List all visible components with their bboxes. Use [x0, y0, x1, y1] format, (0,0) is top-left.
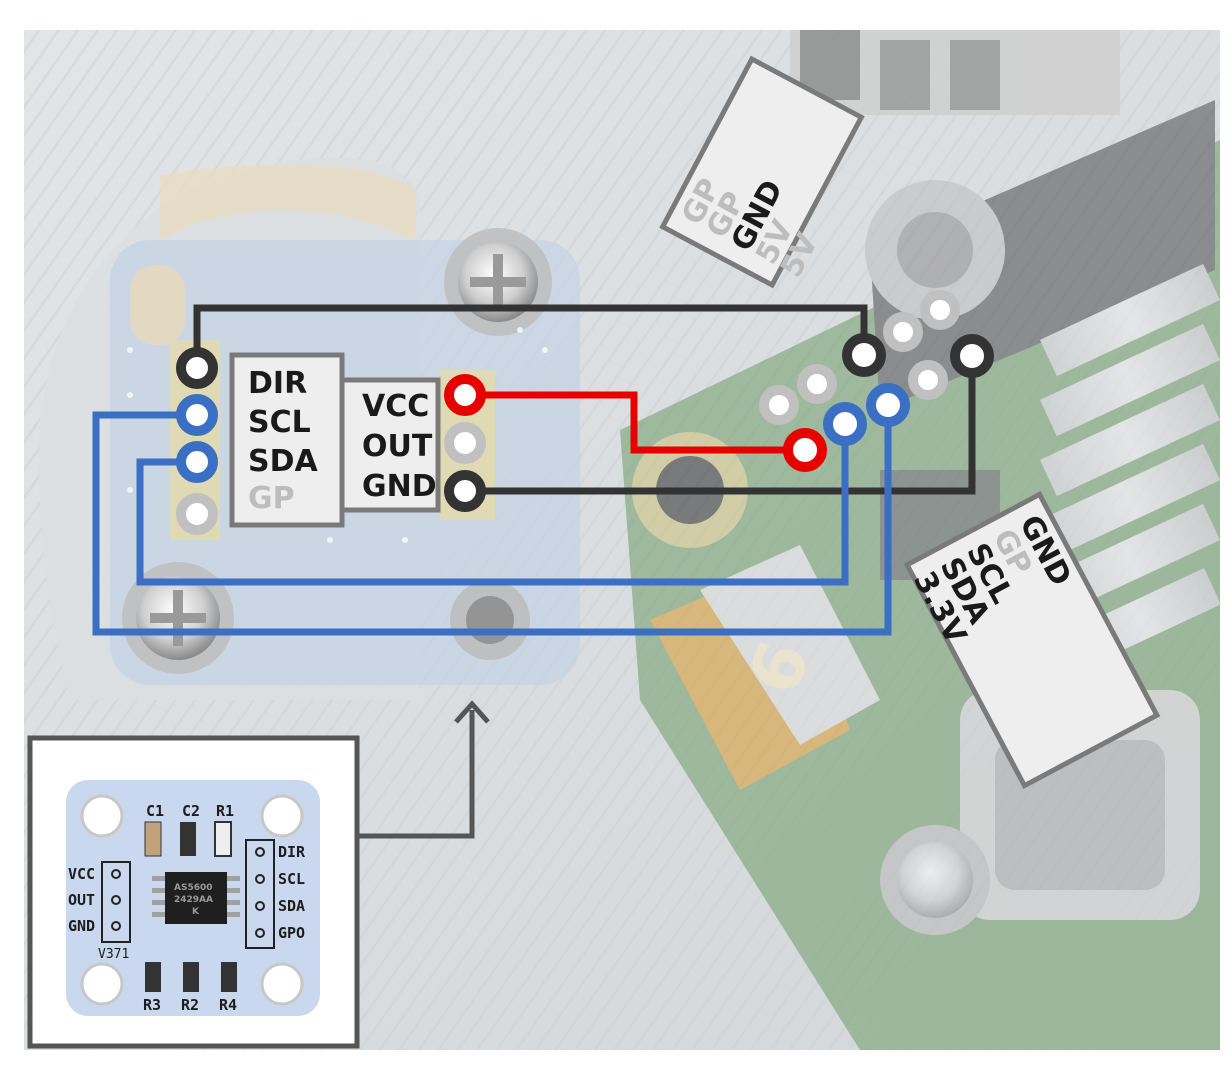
pin-scl [176, 394, 218, 436]
sensor-label-gp: GP [248, 481, 295, 516]
pin-out [444, 422, 486, 464]
wire-i2c-sda [136, 424, 849, 586]
pi-pin-gnd-right [950, 334, 994, 378]
inset-board-photo [27, 735, 360, 1049]
sensor-label-vcc: VCC [362, 389, 429, 424]
inset-label-sda: SDA [278, 897, 305, 915]
pi-pin-3v3 [783, 428, 827, 472]
pi-label-right: GND GP SCL SDA 3.3V [903, 491, 1161, 789]
pin-gnd [444, 470, 486, 512]
pin-gp [176, 493, 218, 535]
sensor-label-left: DIR SCL SDA GP [229, 352, 345, 528]
inset-label-out: OUT [68, 891, 95, 909]
pi-pin-unused [883, 312, 923, 352]
pins [176, 290, 994, 535]
inset-label-c1: C1 [146, 802, 164, 820]
pin-vcc [444, 374, 486, 416]
pi-pin-unused [797, 364, 837, 404]
sensor-label-scl: SCL [248, 405, 311, 440]
wire-power-vcc [465, 391, 805, 454]
chip-marking-2: 2429AA [174, 895, 213, 905]
wires [92, 304, 976, 636]
pi-pin-sda [823, 402, 867, 446]
pi-pin-unused [908, 360, 948, 400]
sensor-label-gnd: GND [362, 469, 437, 504]
pin-dir [176, 347, 218, 389]
inset-silkscreen: C1 C2 R1 VCC OUT GND DIR SCL SDA GPO V37… [68, 802, 306, 1014]
heatsink [790, 30, 1120, 115]
pin-sda [176, 441, 218, 483]
inset-label-gpo: GPO [278, 924, 305, 942]
sensor-label-dir: DIR [248, 366, 307, 401]
pi-pin-scl [866, 383, 910, 427]
pi-pin-unused [920, 290, 960, 330]
pi-pin-unused [759, 385, 799, 425]
chip-marking-3: K [192, 907, 200, 917]
pi-pin-gnd-top [842, 333, 886, 377]
wire-ground-dir [193, 304, 868, 368]
inset-arrow [357, 700, 490, 839]
pi-label-top: GP GP GND 5V 5V [659, 55, 865, 289]
inset-label-version: V371 [98, 947, 129, 962]
inset-label-c2: C2 [182, 802, 200, 820]
raspberry-pi-board [620, 100, 1221, 1050]
sensor-label-right: VCC OUT GND [339, 377, 441, 513]
inset-label-r3: R3 [143, 996, 161, 1014]
inset-label-scl: SCL [278, 870, 305, 888]
chip-marking-1: AS5600 [174, 883, 213, 893]
inset-label-r1: R1 [216, 802, 234, 820]
inset-label-r4: R4 [219, 996, 237, 1014]
inset-label-vcc: VCC [68, 865, 95, 883]
wire-ground-gnd [465, 356, 976, 495]
inset-label-r2: R2 [181, 996, 199, 1014]
wire-i2c-scl [92, 405, 892, 636]
sensor-label-sda: SDA [248, 444, 319, 479]
inset-label-gnd: GND [68, 917, 95, 935]
sensor-label-out: OUT [362, 429, 433, 464]
inset-label-dir: DIR [278, 843, 306, 861]
